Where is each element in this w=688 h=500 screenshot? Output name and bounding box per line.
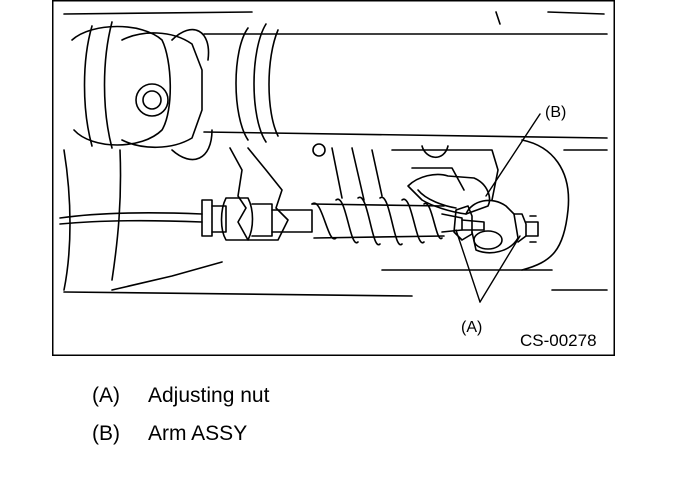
callout-b-label: (B) xyxy=(545,104,566,121)
leader-line-b xyxy=(485,113,541,197)
shift-cable-illustration: (B) (A) CS-00278 xyxy=(52,0,615,356)
callout-a-label: (A) xyxy=(461,319,482,336)
leader-line-a-left xyxy=(455,229,481,303)
legend-key-b: (B) xyxy=(92,422,120,445)
frame-border xyxy=(52,0,615,356)
control-cable xyxy=(59,197,313,241)
housing-bracket xyxy=(63,139,608,297)
top-edge-lines xyxy=(63,11,605,25)
adjusting-nut xyxy=(453,205,539,243)
figure-code: CS-00278 xyxy=(520,331,597,350)
universal-joint xyxy=(71,21,213,161)
leader-line-a-right xyxy=(479,235,521,303)
legend-text-b: Arm ASSY xyxy=(148,422,248,445)
rubber-boot xyxy=(311,196,485,246)
legend-text-a: Adjusting nut xyxy=(148,384,270,407)
main-shaft xyxy=(203,23,608,143)
illustration-frame: (B) (A) CS-00278 xyxy=(52,0,615,356)
legend-key-a: (A) xyxy=(92,384,120,407)
